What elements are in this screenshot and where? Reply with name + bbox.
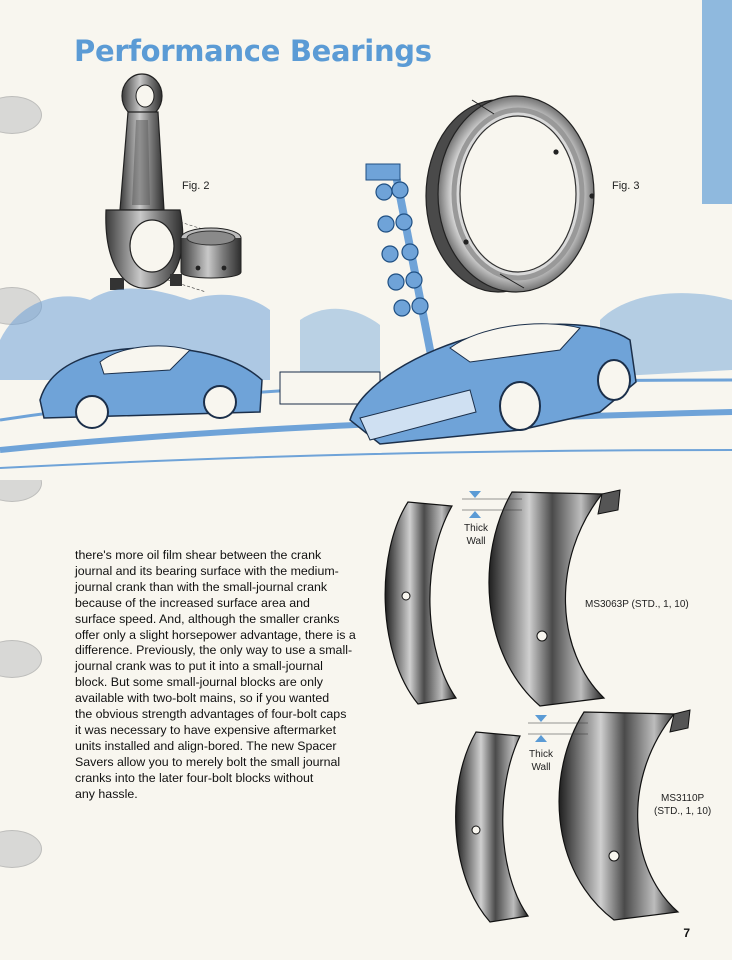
lower-thick-wall-marker <box>528 715 588 742</box>
main-bearing-illustration <box>425 95 595 293</box>
caption-line: Thick <box>464 523 488 534</box>
upper-thick-wall-marker <box>462 491 522 518</box>
connecting-rod-illustration <box>105 73 213 293</box>
fig2-label: Fig. 2 <box>182 180 210 192</box>
body-line: because of the increased surface area an… <box>75 595 310 610</box>
upper-thick-bearing-shell <box>488 489 621 707</box>
body-paragraph: there's more oil film shear between the … <box>75 548 375 803</box>
lower-thin-bearing-shell <box>455 731 530 923</box>
fig3-label: Fig. 3 <box>612 180 640 192</box>
body-line: it was necessary to have expensive after… <box>75 722 337 737</box>
body-line: the obvious strength advantages of four-… <box>75 707 347 722</box>
body-line: block. But some small-journal blocks are… <box>75 675 323 690</box>
body-line: Savers allow you to merely bolt the smal… <box>75 754 341 769</box>
body-line: any hassle. <box>75 786 138 801</box>
body-line: journal and its bearing surface with the… <box>75 563 339 578</box>
binder-hole <box>0 96 42 134</box>
lower-thick-bearing-shell <box>558 709 691 921</box>
upper-thick-wall-caption: Thick Wall <box>454 522 498 548</box>
binder-hole <box>0 640 42 678</box>
body-line: offer only a slight horsepower advantage… <box>75 627 356 642</box>
page-title: Performance Bearings <box>74 34 432 68</box>
page-number: 7 <box>683 926 690 940</box>
body-line: journal crank than with the small-journa… <box>75 579 328 594</box>
body-line: journal crank was to put it into a small… <box>75 659 323 674</box>
lower-thick-wall-caption: Thick Wall <box>519 748 563 774</box>
body-line: difference. Previously, the only way to … <box>75 643 353 658</box>
upper-part-number: MS3063P (STD., 1, 10) <box>585 599 689 610</box>
body-line: units installed and align-bored. The new… <box>75 738 337 753</box>
part-number-line: MS3110P <box>661 793 705 804</box>
body-line: there's more oil film shear between the … <box>75 548 322 562</box>
binder-hole <box>0 830 42 868</box>
part-number-line: (STD., 1, 10) <box>654 806 712 817</box>
body-line: available with two-bolt mains, so if you… <box>75 691 330 706</box>
lower-part-number: MS3110P (STD., 1, 10) <box>654 792 711 818</box>
upper-thin-bearing-shell <box>384 501 458 705</box>
section-tab <box>702 0 732 204</box>
body-line: surface speed. And, although the smaller… <box>75 611 340 626</box>
drag-race-illustration <box>0 163 732 480</box>
caption-line: Wall <box>466 536 486 547</box>
rod-bearing-shell <box>180 227 242 279</box>
caption-line: Thick <box>529 749 553 760</box>
body-line: cranks into the later four-bolt blocks w… <box>75 770 314 785</box>
caption-line: Wall <box>531 762 551 773</box>
